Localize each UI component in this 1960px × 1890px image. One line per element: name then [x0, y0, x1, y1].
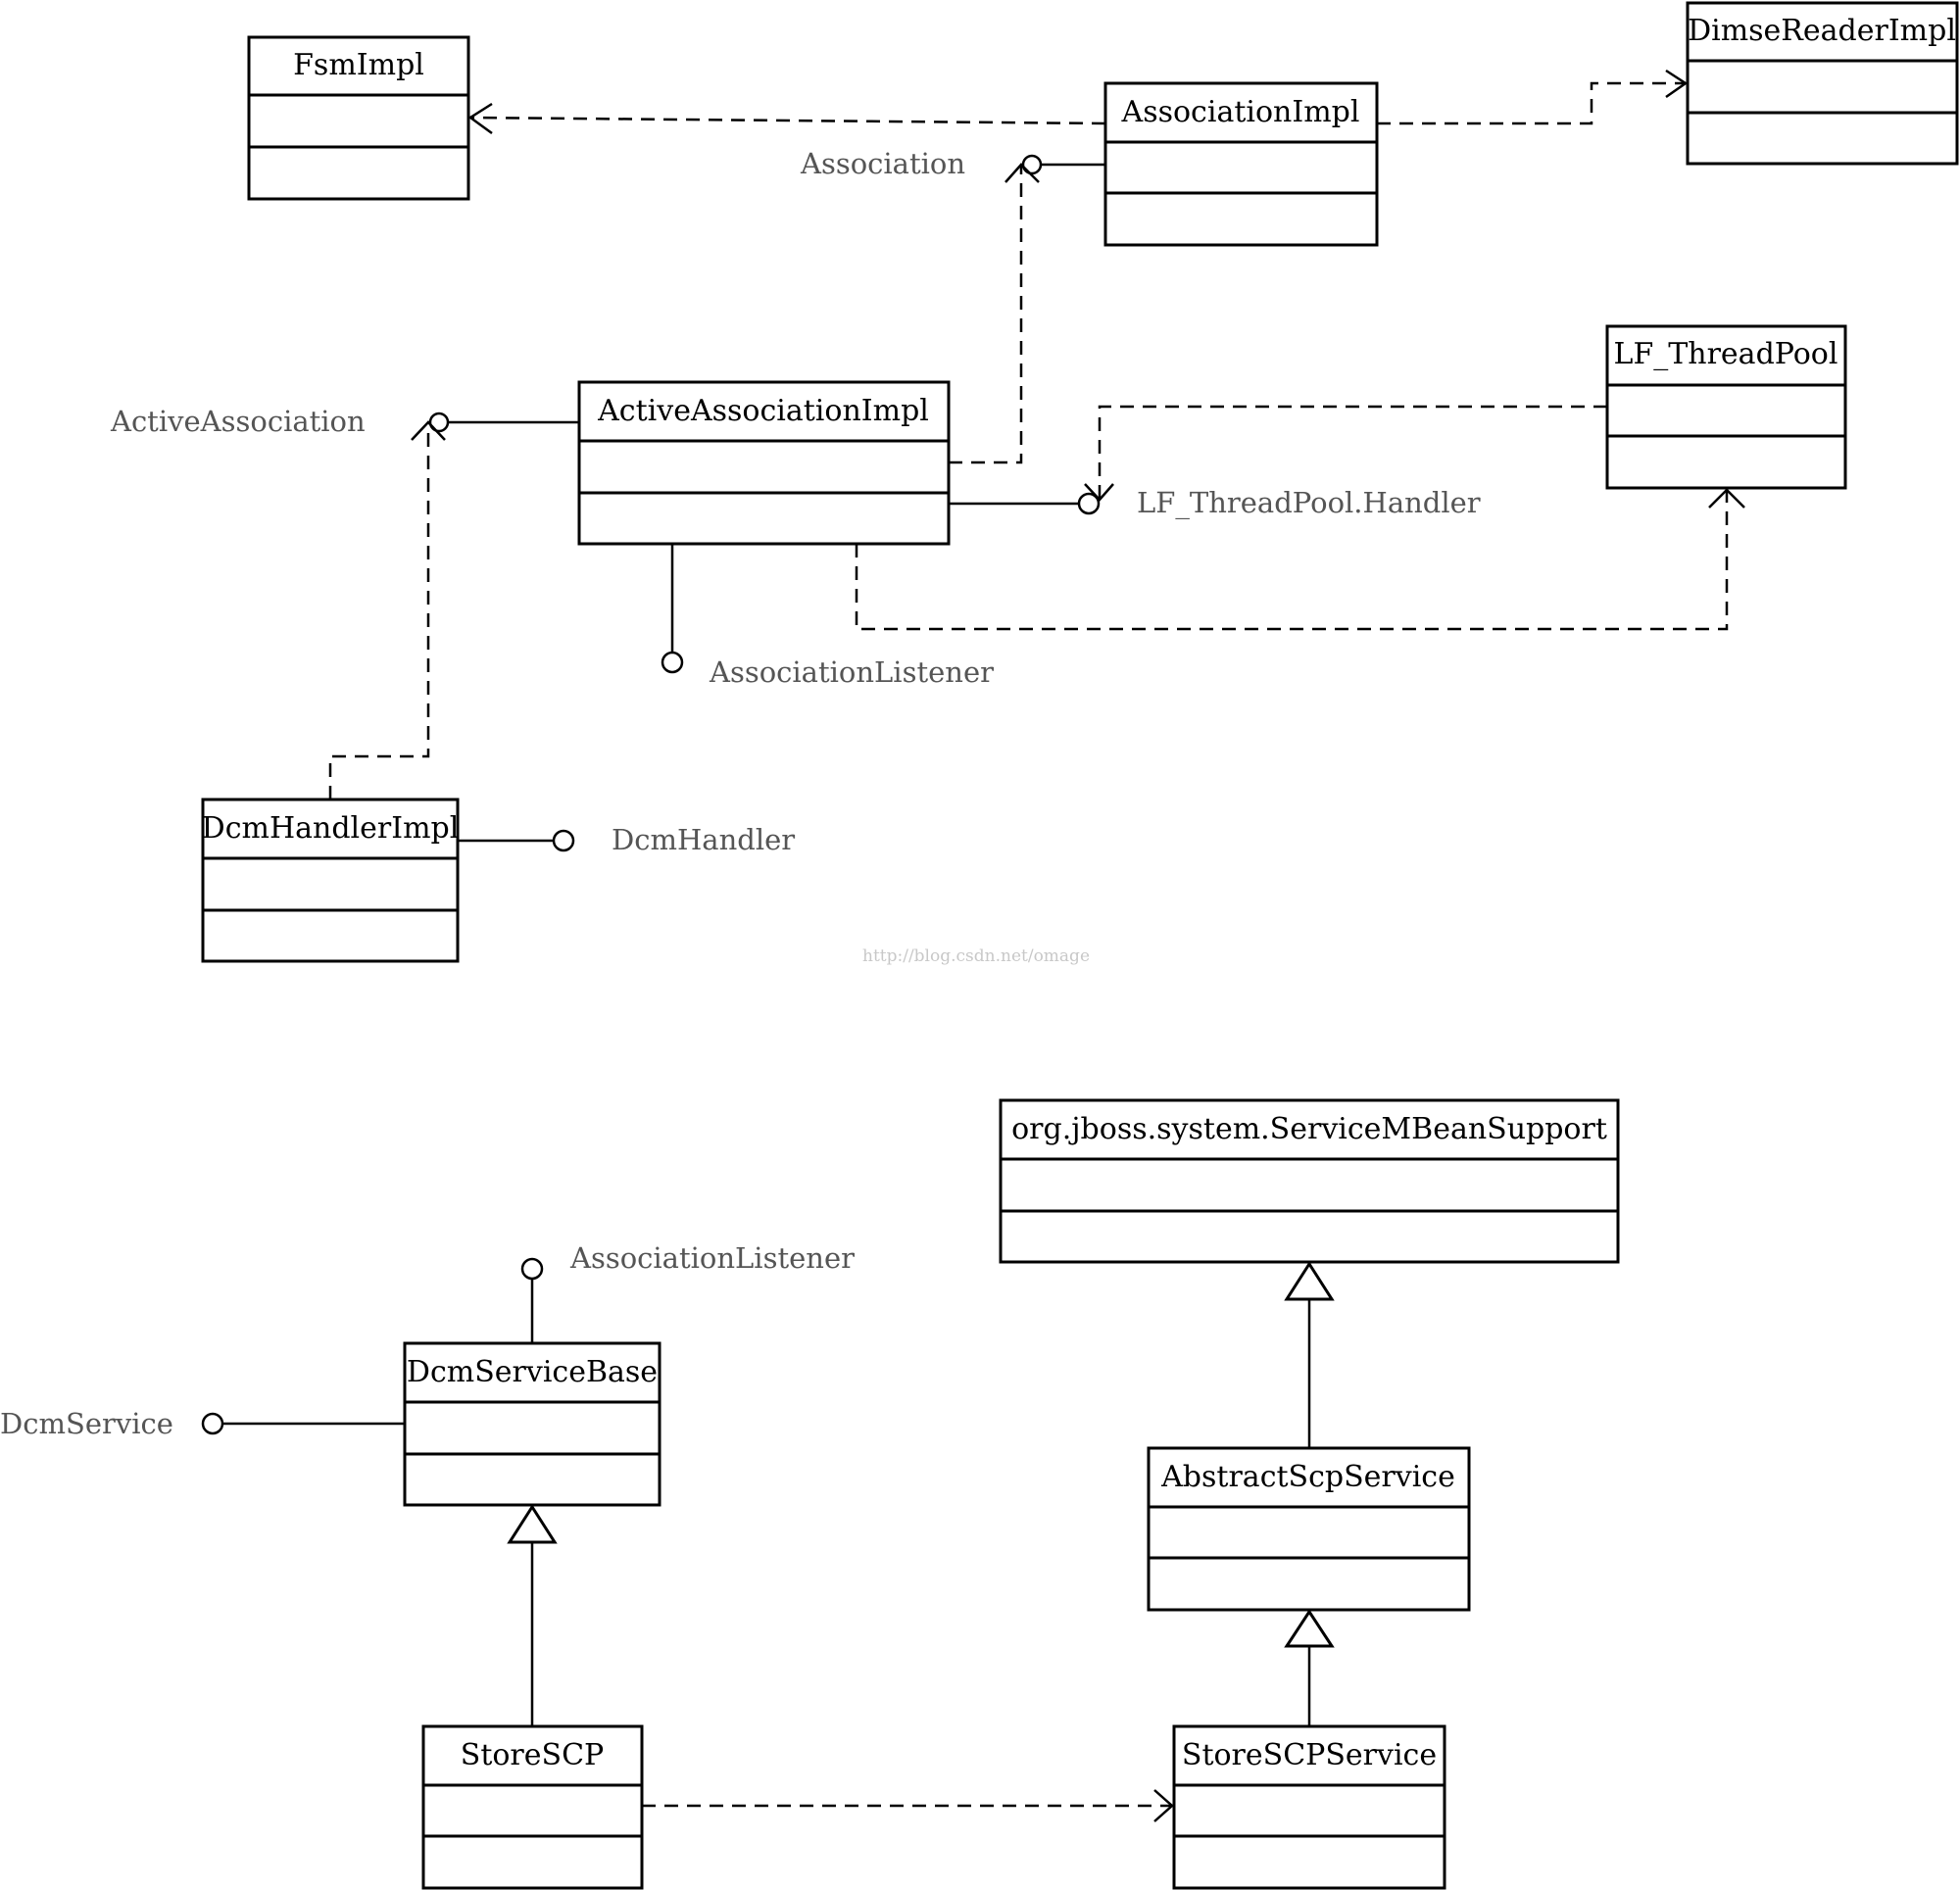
interface-dcmservice — [201, 1412, 405, 1435]
class-name: org.jboss.system.ServiceMBeanSupport — [1011, 1112, 1607, 1146]
class-associationimpl: AssociationImpl — [1103, 81, 1379, 247]
class-dimsereaderimpl: DimseReaderImpl — [1686, 1, 1959, 166]
dependency-associationimpl-fsmimpl — [467, 102, 1106, 135]
interface-activeassociation — [428, 412, 579, 433]
watermark-text: http://blog.csdn.net/omage — [862, 946, 1090, 966]
label-association: Association — [800, 147, 965, 180]
class-name: AssociationImpl — [1121, 95, 1360, 129]
label-activeassociation: ActiveAssociation — [110, 405, 366, 438]
class-lf-threadpool: LF_ThreadPool — [1605, 324, 1847, 490]
class-name: StoreSCP — [461, 1738, 604, 1772]
class-name: FsmImpl — [293, 48, 424, 82]
class-name: DcmServiceBase — [407, 1355, 658, 1389]
dependency-lf-threadpool-handler — [1084, 405, 1607, 502]
class-name: DcmHandlerImpl — [202, 811, 460, 846]
class-storescpservice: StoreSCPService — [1172, 1724, 1446, 1890]
class-fsmimpl: FsmImpl — [247, 35, 470, 201]
class-name: LF_ThreadPool — [1614, 337, 1838, 371]
dependency-activeassociationimpl-association — [949, 163, 1040, 464]
label-associationlistener-top: AssociationListener — [709, 655, 994, 689]
interface-dcmhandler — [458, 829, 575, 852]
class-abstractscpservice: AbstractScpService — [1147, 1446, 1471, 1612]
interface-association — [1021, 154, 1105, 175]
interface-associationlistener-bottom — [520, 1257, 544, 1343]
class-servicembeansupport: org.jboss.system.ServiceMBeanSupport — [999, 1098, 1620, 1264]
dependency-activeassociationimpl-lf-threadpool — [855, 488, 1745, 631]
class-storescp: StoreSCP — [421, 1724, 644, 1890]
label-dcmhandler: DcmHandler — [612, 823, 795, 856]
label-associationlistener-bottom: AssociationListener — [569, 1241, 855, 1275]
generalization-abstractscpservice-servicembeansupport — [1284, 1261, 1335, 1448]
class-dcmservicebase: DcmServiceBase — [403, 1341, 662, 1507]
generalization-storescpservice-abstractscpservice — [1284, 1609, 1335, 1726]
class-name: ActiveAssociationImpl — [597, 394, 929, 428]
class-dcmhandlerimpl: DcmHandlerImpl — [201, 798, 460, 963]
class-name: DimseReaderImpl — [1688, 14, 1956, 48]
label-dcmservice: DcmService — [0, 1407, 173, 1440]
label-lf-threadpool-handler: LF_ThreadPool.Handler — [1137, 486, 1481, 520]
generalization-storescp-dcmservicebase — [507, 1504, 558, 1726]
dependency-associationimpl-dimsereaderimpl — [1377, 69, 1689, 125]
dependency-storescp-storescpservice — [642, 1789, 1174, 1822]
class-name: StoreSCPService — [1182, 1738, 1437, 1772]
dependency-dcmhandlerimpl-activeassociation — [328, 420, 446, 800]
interface-lf-threadpool-handler — [949, 492, 1101, 515]
class-activeassociationimpl: ActiveAssociationImpl — [577, 380, 951, 546]
interface-associationlistener-top — [661, 544, 684, 674]
class-name: AbstractScpService — [1160, 1460, 1455, 1494]
